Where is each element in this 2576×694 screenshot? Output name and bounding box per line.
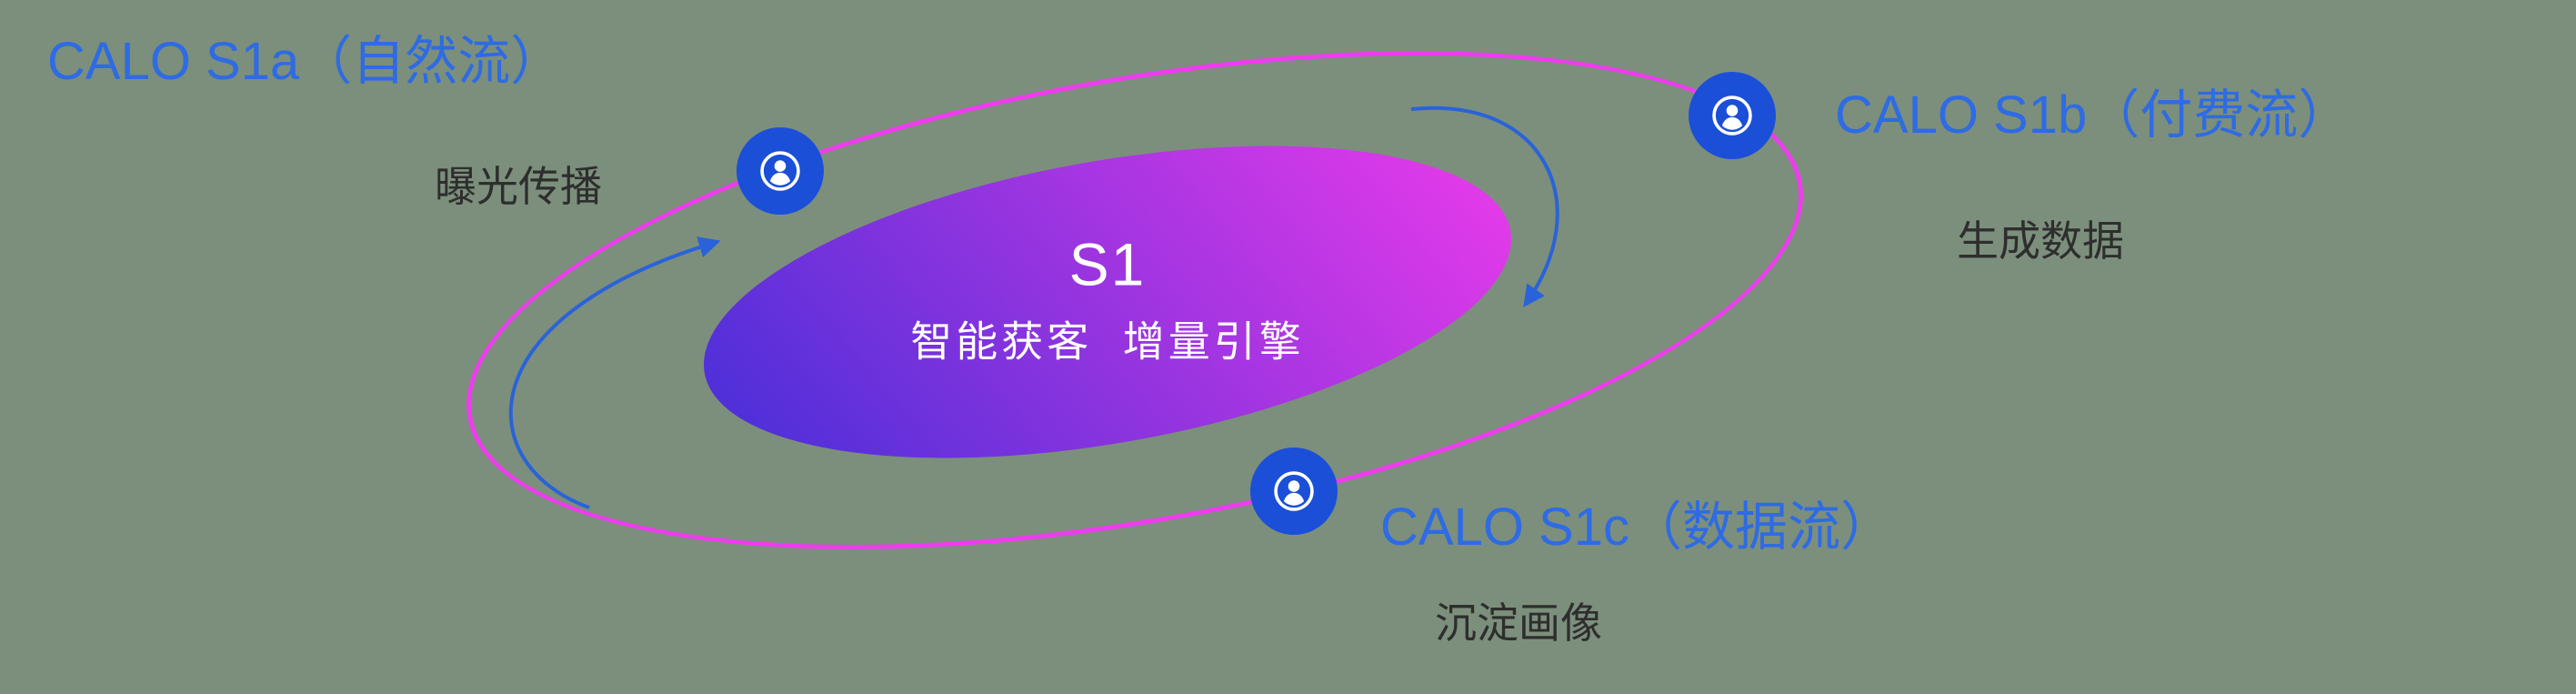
core-text: S1 智能获客 增量引擎	[910, 232, 1305, 369]
label-s1b: CALO S1b（付费流）	[1835, 85, 2351, 145]
node-s1b	[1689, 72, 1776, 159]
user-circle-icon	[1712, 96, 1752, 136]
sublabel-s1a: 曝光传播	[435, 163, 602, 210]
node-s1a	[737, 127, 824, 215]
sublabel-s1b: 生成数据	[1957, 217, 2124, 265]
user-circle-icon	[1274, 471, 1314, 511]
core-subtitle: 智能获客 增量引擎	[910, 317, 1305, 366]
sublabel-s1c: 沉淀画像	[1435, 599, 1602, 647]
core-title: S1	[1068, 230, 1147, 298]
label-s1c: CALO S1c（数据流）	[1380, 498, 1893, 557]
node-s1c	[1250, 448, 1338, 535]
label-s1a: CALO S1a（自然流）	[47, 32, 564, 91]
user-circle-icon	[760, 151, 800, 191]
